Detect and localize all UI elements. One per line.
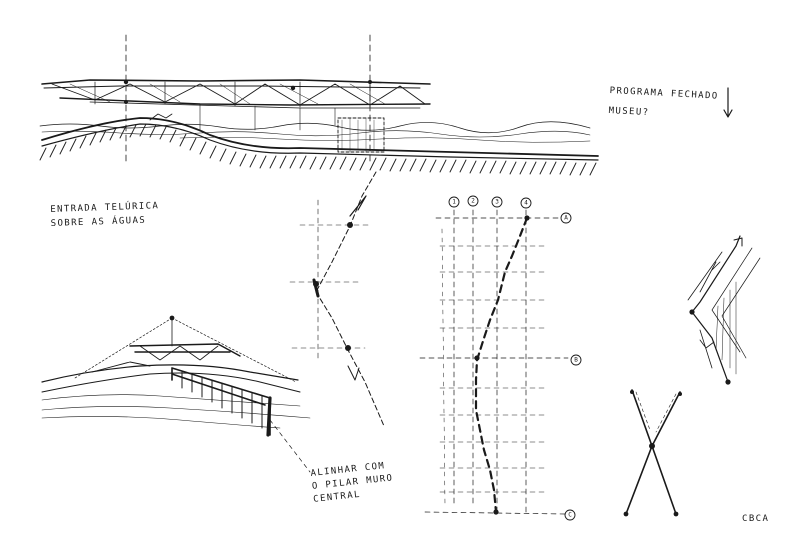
down-arrow-icon [723, 87, 733, 118]
grid-row-label: C [568, 512, 572, 519]
grid-column-label: 4 [524, 200, 528, 207]
x-strut-study [623, 389, 682, 517]
perspective-bridge-drawing [41, 315, 311, 473]
signature-text: CBCA [742, 514, 770, 524]
grid-row-label: A [564, 215, 568, 222]
signature: CBCA [742, 512, 769, 526]
inclined-column-study [687, 235, 761, 385]
grid-row-label: B [574, 357, 578, 364]
annotation-entrada: ENTRADA TELÚRICA SOBRE AS ÁGUAS [50, 199, 160, 231]
grid-column-label: 3 [495, 199, 499, 206]
structural-grid-plan: 1 2 3 4 A B C [419, 195, 582, 521]
grid-column-label: 2 [471, 198, 475, 205]
column-node-study [289, 171, 385, 427]
grid-column-label: 1 [452, 199, 456, 206]
annotation-programa: PROGRAMA FECHADO MUSEU? [608, 84, 719, 124]
section-elevation-drawing [39, 34, 599, 176]
